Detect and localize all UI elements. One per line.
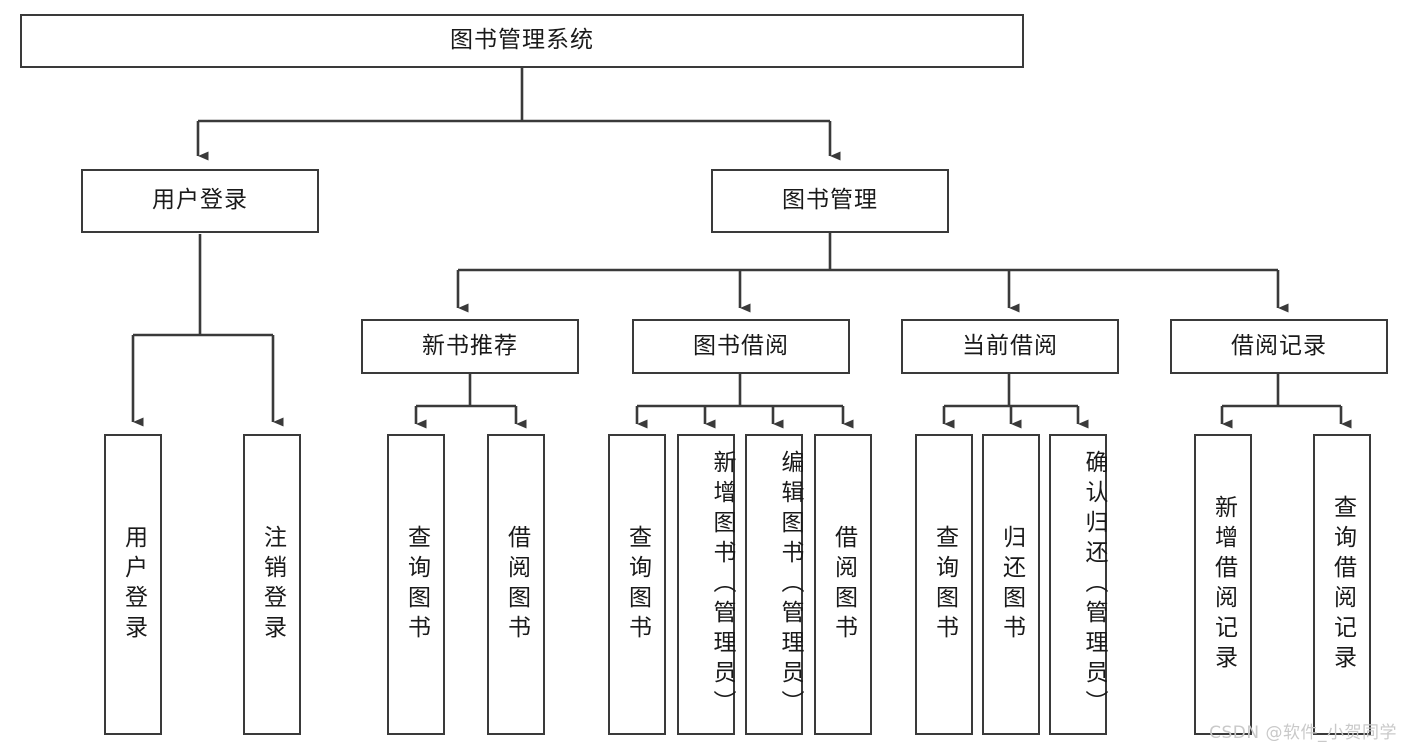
node-label: 图书管理 (782, 187, 878, 214)
node-label: 查询图书 (403, 524, 430, 645)
node-label: 注销登录 (259, 524, 286, 645)
leaf-query-book-borrow[interactable]: 查询图书 (608, 434, 666, 735)
leaf-query-borrow-record[interactable]: 查询借阅记录 (1313, 434, 1371, 735)
node-label: 查询图书 (931, 524, 958, 645)
leaf-borrow-book[interactable]: 借阅图书 (814, 434, 872, 735)
node-book-management-system[interactable]: 图书管理系统 (20, 14, 1024, 68)
node-label: 新书推荐 (422, 332, 518, 359)
node-label: 确认归还（管理员） (1081, 449, 1107, 720)
node-borrow-record[interactable]: 借阅记录 (1170, 319, 1388, 374)
node-label: 用户登录 (120, 524, 147, 645)
node-label: 借阅图书 (830, 524, 857, 645)
leaf-user-login[interactable]: 用户登录 (104, 434, 162, 735)
node-label: 图书借阅 (693, 332, 789, 359)
node-label: 新增图书（管理员） (709, 449, 735, 720)
node-label: 当前借阅 (962, 332, 1058, 359)
node-label: 归还图书 (998, 524, 1025, 645)
node-book-borrow[interactable]: 图书借阅 (632, 319, 850, 374)
leaf-query-book-current[interactable]: 查询图书 (915, 434, 973, 735)
node-user-login[interactable]: 用户登录 (81, 169, 319, 233)
node-label: 用户登录 (152, 187, 248, 214)
leaf-borrow-book-recommend[interactable]: 借阅图书 (487, 434, 545, 735)
node-label: 借阅记录 (1231, 332, 1327, 359)
node-label: 编辑图书（管理员） (777, 449, 803, 720)
leaf-confirm-return-admin[interactable]: 确认归还（管理员） (1049, 434, 1107, 735)
leaf-logout[interactable]: 注销登录 (243, 434, 301, 735)
node-label: 查询图书 (624, 524, 651, 645)
csdn-watermark: CSDN @软件_小贺同学 (1209, 723, 1397, 743)
leaf-add-book-admin[interactable]: 新增图书（管理员） (677, 434, 735, 735)
leaf-return-book[interactable]: 归还图书 (982, 434, 1040, 735)
leaf-add-borrow-record[interactable]: 新增借阅记录 (1194, 434, 1252, 735)
node-label: 新增借阅记录 (1210, 494, 1237, 675)
node-label: 图书管理系统 (450, 27, 594, 54)
node-new-book-recommend[interactable]: 新书推荐 (361, 319, 579, 374)
node-label: 查询借阅记录 (1329, 494, 1356, 675)
leaf-edit-book-admin[interactable]: 编辑图书（管理员） (745, 434, 803, 735)
leaf-query-book-recommend[interactable]: 查询图书 (387, 434, 445, 735)
node-label: 借阅图书 (503, 524, 530, 645)
node-current-borrow[interactable]: 当前借阅 (901, 319, 1119, 374)
node-book-management[interactable]: 图书管理 (711, 169, 949, 233)
